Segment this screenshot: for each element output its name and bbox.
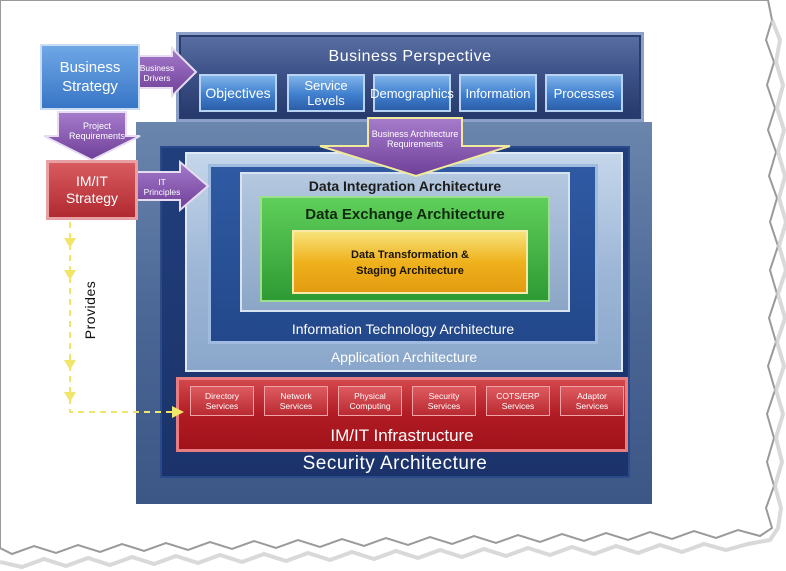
- business-perspective-title: Business Perspective: [328, 48, 492, 65]
- processes-box: Processes: [545, 74, 623, 112]
- data-transformation-architecture-label: Data Transformation & Staging Architectu…: [351, 249, 469, 277]
- data-transformation-architecture-panel: [292, 230, 528, 294]
- provides-label: Provides: [82, 280, 98, 340]
- business-drivers-label: Business Drivers: [139, 63, 175, 83]
- directory-services-box: Directory Services: [190, 386, 254, 416]
- imit-infrastructure-label: IM/IT Infrastructure: [330, 426, 474, 445]
- project-requirements-arrow: [43, 111, 141, 162]
- it-principles-arrow: [131, 159, 210, 213]
- business-architecture-requirements-arrow: [319, 117, 511, 178]
- network-services-box: Network Services: [264, 386, 328, 416]
- imit-strategy-box: IM/IT Strategy: [46, 160, 138, 220]
- physical-computing-box: Physical Computing: [338, 386, 402, 416]
- data-exchange-architecture-label: Data Exchange Architecture: [305, 205, 505, 223]
- security-architecture-label: Security Architecture: [302, 453, 488, 474]
- cots-erp-services-box: COTS/ERP Services: [486, 386, 550, 416]
- adaptor-services-box: Adaptor Services: [560, 386, 624, 416]
- information-technology-architecture-label: Information Technology Architecture: [291, 321, 515, 337]
- objectives-box: Objectives: [199, 74, 277, 112]
- application-architecture-label: Application Architecture: [330, 349, 478, 365]
- security-services-box: Security Services: [412, 386, 476, 416]
- provides-arrowhead: [172, 406, 184, 418]
- data-integration-architecture-label: Data Integration Architecture: [308, 178, 502, 194]
- it-principles-label: IT Principles: [143, 177, 181, 197]
- project-requirements-label: Project Requirements: [68, 121, 126, 141]
- service-levels-box: Service Levels: [287, 74, 365, 112]
- demographics-box: Demographics: [370, 74, 454, 112]
- information-box: Information: [459, 74, 537, 112]
- business-architecture-requirements-label: Business Architecture Requirements: [371, 129, 459, 149]
- business-strategy-box: Business Strategy: [40, 44, 140, 110]
- provides-connector: [69, 222, 180, 413]
